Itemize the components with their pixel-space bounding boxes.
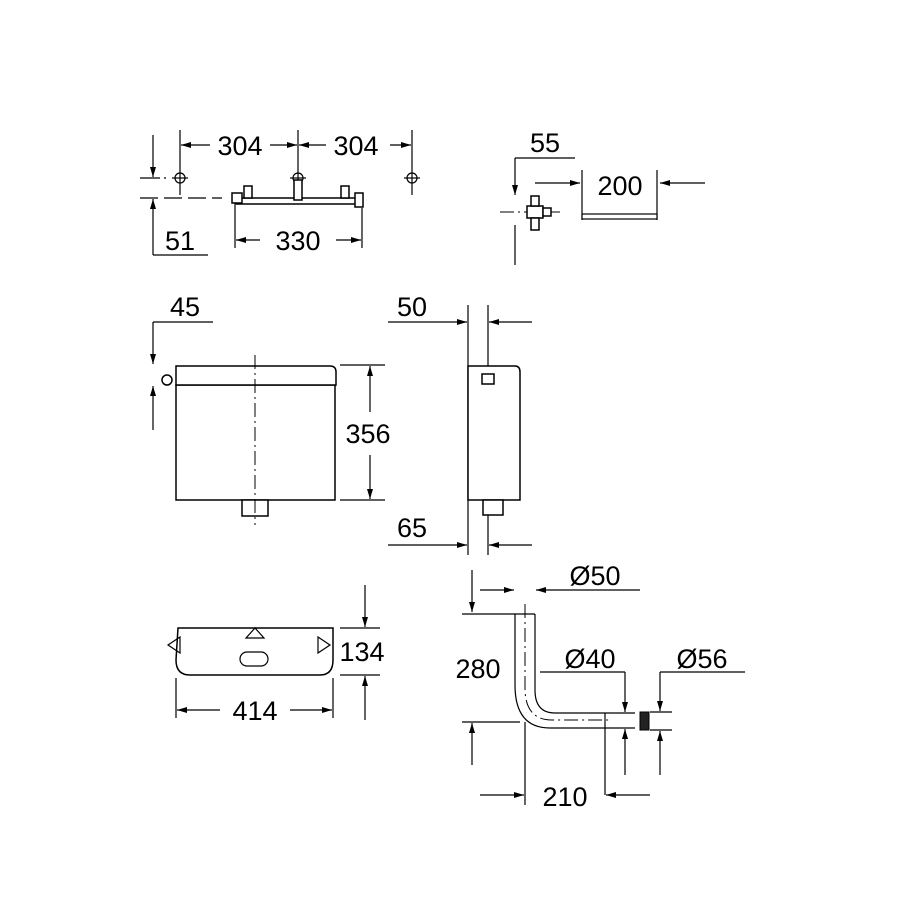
fixing-hole-icon <box>404 172 420 184</box>
pipe-connector <box>639 711 650 731</box>
drawing-shape <box>542 207 552 217</box>
dim-diameter-50: Ø50 <box>569 561 620 591</box>
drawing-shape <box>340 185 350 199</box>
flush-plate-icon <box>239 651 269 667</box>
fixing-hole-icon <box>172 172 188 184</box>
dim-304-left: 304 <box>217 131 262 161</box>
cistern-top-view: 134 414 <box>166 585 385 726</box>
dim-200: 200 <box>597 171 642 201</box>
dim-diameter-56: Ø56 <box>676 644 727 674</box>
drawing-shape <box>467 365 521 501</box>
dim-134: 134 <box>339 637 384 667</box>
dim-280: 280 <box>455 654 500 684</box>
drawing-shape <box>526 205 544 219</box>
flush-button-icon <box>161 374 173 386</box>
dim-330: 330 <box>275 226 320 256</box>
dim-414: 414 <box>232 696 277 726</box>
drawing-shape <box>524 604 612 721</box>
drawing-shape <box>481 373 495 385</box>
drawing-shape <box>354 192 364 208</box>
arrow-up-icon <box>244 627 266 639</box>
arrow-left-icon <box>166 635 181 655</box>
dim-diameter-40: Ø40 <box>564 644 615 674</box>
dim-55: 55 <box>530 128 560 158</box>
dim-65: 65 <box>397 513 427 543</box>
valve-view: 55 200 <box>500 128 705 265</box>
dim-210: 210 <box>542 782 587 812</box>
wall-bracket-view: 304 304 51 330 <box>140 130 420 256</box>
dim-45: 45 <box>170 292 200 322</box>
wall-section <box>581 213 658 220</box>
drawing-shape <box>231 192 243 204</box>
dim-51: 51 <box>165 226 195 256</box>
flush-pipe-view: Ø50 280 Ø40 Ø56 210 <box>455 561 745 812</box>
drawing-shape <box>243 185 253 199</box>
angle-valve-icon <box>500 195 560 231</box>
drawing-shape <box>534 614 605 714</box>
drawing-shape <box>530 195 540 207</box>
drawing-shape <box>293 179 303 201</box>
drawing-shape <box>482 499 504 516</box>
drawing-shape <box>175 365 337 386</box>
drawing-shape <box>530 217 540 231</box>
cistern-side-view: 50 65 <box>388 292 532 555</box>
cistern-front-view: 45 356 <box>150 292 391 525</box>
dim-50: 50 <box>397 292 427 322</box>
arrow-right-icon <box>317 635 332 655</box>
drawing-shape <box>514 614 605 729</box>
bracket-assembly <box>231 179 364 208</box>
dim-304-right: 304 <box>333 131 378 161</box>
dim-356: 356 <box>345 419 390 449</box>
